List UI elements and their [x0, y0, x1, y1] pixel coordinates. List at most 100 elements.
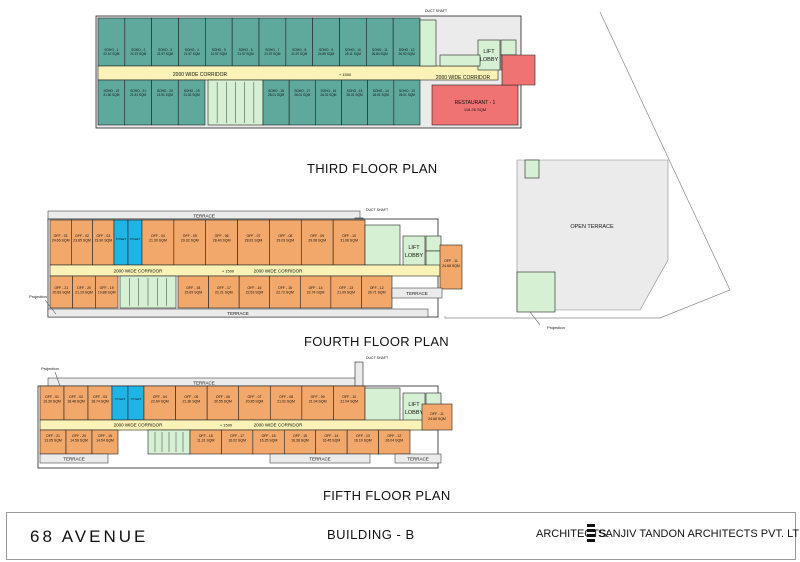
third-restaurant-extension [501, 54, 536, 86]
fifth-top-right-unit-name: OFF - 06 [216, 395, 230, 399]
third-bot-right-unit-name: SOHO - 14 [373, 89, 389, 93]
fourth-terrace-right [391, 287, 443, 299]
third-corridor-left-label: 2000 WIDE CORRIDOR [173, 72, 228, 78]
third-top-unit [178, 17, 206, 67]
fourth-bot-right-unit-name: OFF - 14 [309, 286, 323, 290]
fifth-bot-left-unit-name: OFF - 20 [72, 434, 86, 438]
third-top-unit-area: 21.97 SQM [184, 52, 200, 56]
fourth-bot-right-unit-name: OFF - 12 [370, 286, 384, 290]
fifth-top-left-unit-name: OFF - 02 [69, 395, 83, 399]
fourth-top-left-unit [71, 219, 93, 266]
fourth-top-right-unit-name: OFF - 06 [215, 234, 229, 238]
third-bot-right-unit-name: SOHO - 13 [399, 89, 415, 93]
terrace-projection-line [529, 311, 541, 326]
fourth-top-right-unit-name: OFF - 08 [278, 234, 292, 238]
fifth-toilet-a-label: TOILET [115, 397, 126, 401]
fifth-top-right-unit-name: OFF - 07 [247, 395, 261, 399]
third-bot-left-unit-area: 21.51 SQM [157, 93, 173, 97]
fifth-top-right-unit [206, 385, 240, 421]
fifth-corridor-right-label: 2000 WIDE CORRIDOR [254, 423, 304, 428]
fourth-top-right-unit-area: 28.81 SQM [245, 239, 263, 243]
fourth-bot-right-unit [330, 275, 362, 309]
third-top-unit-name: SOHO - 6 [239, 48, 253, 52]
building-name: BUILDING - B [327, 527, 415, 542]
fourth-lift-label: LIFT [408, 245, 420, 251]
third-bot-left-unit-area: 21.51 SQM [130, 93, 146, 97]
fifth-terrace-mid-label: TERRACE [309, 456, 331, 461]
third-bot-right-unit-name: SOHO - 18 [268, 89, 284, 93]
fourth-top-right-unit-area: 28.40 SQM [213, 239, 231, 243]
fourth-top-right-unit [205, 219, 238, 266]
third-level-mark: + 1500 [339, 72, 352, 77]
fourth-bot-left-unit-area: 20.83 SQM [52, 291, 70, 295]
site-boundary-line [444, 11, 731, 319]
architect-firm-name: SANJIV TANDON ARCHITECTS PVT. LTD [598, 528, 800, 540]
fourth-level-mark: + 1500 [222, 269, 235, 274]
fifth-end-office-area: 24.68 SQM [428, 417, 446, 421]
fifth-duct-shaft-note: DUCT SHAFT [366, 356, 389, 360]
fourth-end-office-name: OFF - 11 [444, 259, 458, 263]
fourth-duct-shaft-note: DUCT SHAFT [366, 208, 389, 212]
fourth-stair-core [364, 224, 401, 266]
fifth-bot-right-unit [252, 429, 285, 455]
third-bot-left-unit [97, 79, 126, 126]
fourth-top-left-unit-name: OFF - 01 [54, 234, 68, 238]
third-top-unit [231, 17, 260, 67]
fourth-top-right-unit [300, 219, 334, 266]
third-top-unit-name: SOHO - 8 [292, 48, 306, 52]
third-top-unit-area: 26.92 SQM [399, 52, 415, 56]
fourth-bot-right-unit-area: 21.09 SQM [337, 291, 355, 295]
fourth-bot-left-unit-name: OFF - 20 [77, 286, 91, 290]
fourth-bot-left-unit-area: 21.19 SQM [75, 291, 93, 295]
fifth-bot-left-unit [65, 429, 93, 455]
third-top-unit [151, 17, 179, 67]
fourth-corridor [49, 264, 441, 277]
fifth-terrace-mid [269, 453, 371, 464]
fourth-lift-lobby [402, 235, 426, 267]
third-lobby-label: LOBBY [480, 57, 499, 63]
third-top-unit-area: 21.97 SQM [238, 52, 254, 56]
fourth-bot-right-unit-name: OFF - 17 [217, 286, 231, 290]
fifth-terrace-right [394, 453, 442, 464]
fifth-top-left-unit [87, 385, 113, 421]
third-top-unit-name: SOHO - 5 [212, 48, 226, 52]
fourth-bot-left-unit-name: OFF - 19 [100, 286, 114, 290]
fourth-bot-right-unit [361, 275, 393, 309]
fifth-bot-right-unit-name: OFF - 13 [356, 434, 370, 438]
fourth-top-left-unit-name: OFF - 02 [75, 234, 89, 238]
third-bot-right-unit-area: 26.01 SQM [320, 93, 336, 97]
fifth-terrace-left [39, 453, 109, 464]
fourth-bot-right-unit [299, 275, 332, 309]
fifth-duct-box [354, 361, 364, 387]
fourth-bot-left-unit-area: 19.88 SQM [98, 291, 116, 295]
third-top-unit-area: 21.97 SQM [157, 52, 173, 56]
third-bot-left-unit-area: 21.50 SQM [103, 93, 119, 97]
fifth-toilet-a [111, 385, 129, 421]
fourth-toilet-b-label: TOILET [130, 237, 141, 241]
fourth-bot-right-unit-area: 22.21 SQM [215, 291, 233, 295]
third-restaurant-area: 118.26 SQM [464, 107, 486, 112]
third-bot-right-unit [367, 79, 395, 126]
fifth-bot-right-unit-area: 26.04 SQM [385, 439, 403, 443]
fourth-top-left-unit-area: 24.66 SQM [52, 239, 70, 243]
fifth-terrace-top-label: TERRACE [193, 380, 215, 385]
fourth-top-right-unit [332, 219, 366, 266]
fifth-top-left-unit-area: 19.39 SQM [43, 400, 61, 404]
fifth-projection-note: Projection [41, 366, 59, 371]
fifth-bot-right-unit-area: 16.02 SQM [228, 439, 246, 443]
fifth-top-right-unit-name: OFF - 09 [311, 395, 325, 399]
third-bot-left-unit [124, 79, 152, 126]
fifth-top-right-unit [143, 385, 176, 421]
fourth-toilet-a [113, 219, 129, 266]
third-top-unit-name: SOHO - 7 [265, 48, 279, 52]
fifth-toilet-b-label: TOILET [131, 397, 142, 401]
terrace-projection-note: Projection [547, 325, 565, 330]
fourth-projection-line [44, 299, 57, 315]
fifth-corridor [39, 419, 439, 431]
third-top-unit [285, 17, 313, 67]
third-bot-right-unit [288, 79, 316, 126]
terrace-stair-block [516, 271, 556, 313]
fourth-top-right-unit [269, 219, 302, 266]
fourth-toilet-b [127, 219, 143, 266]
